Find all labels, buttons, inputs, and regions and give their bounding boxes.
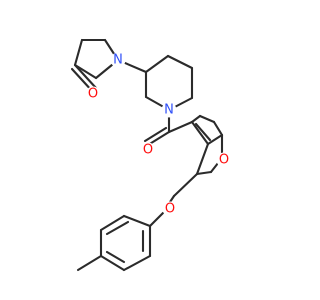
atom-background <box>110 52 126 68</box>
bond <box>190 120 210 146</box>
bond <box>168 194 176 204</box>
atom-label-o-lactam: O <box>88 87 98 102</box>
bond <box>122 254 152 272</box>
bond <box>73 38 84 67</box>
bond <box>105 220 130 236</box>
atom-background <box>161 102 177 118</box>
bond <box>76 254 103 272</box>
bond <box>99 214 126 232</box>
pyrrolidinone-ring <box>70 38 120 94</box>
bond <box>73 63 98 80</box>
atom-label-o-amide: O <box>143 143 153 158</box>
atom-label-o-furan: O <box>219 153 229 168</box>
bond <box>206 133 224 146</box>
bond <box>167 120 194 134</box>
tolyl-ring <box>99 211 165 272</box>
atom-background <box>216 152 232 168</box>
atom-background <box>85 86 101 102</box>
atom-label-n-piperidine: N <box>164 103 174 118</box>
bond <box>99 254 126 272</box>
atom-label-n-pyrrolidinone: N <box>113 53 123 68</box>
bond <box>195 170 213 176</box>
bond <box>148 211 165 228</box>
atom-label-o-ether: O <box>165 202 175 217</box>
bond <box>166 54 194 70</box>
bond <box>172 172 199 198</box>
bond <box>190 114 202 124</box>
bond <box>73 63 98 90</box>
bond <box>144 54 170 74</box>
bond <box>122 214 152 228</box>
bond <box>146 130 171 147</box>
atom-labels: N O N O O O <box>85 52 232 217</box>
furan-ring <box>190 114 224 176</box>
bond <box>143 126 168 143</box>
atom-background <box>162 201 178 217</box>
bond <box>198 114 216 124</box>
bond <box>105 250 126 264</box>
molecule-structure: N O N O O O <box>70 38 232 272</box>
bond <box>212 120 224 137</box>
atom-background <box>140 142 156 158</box>
bond <box>194 122 212 142</box>
bond <box>195 142 210 176</box>
